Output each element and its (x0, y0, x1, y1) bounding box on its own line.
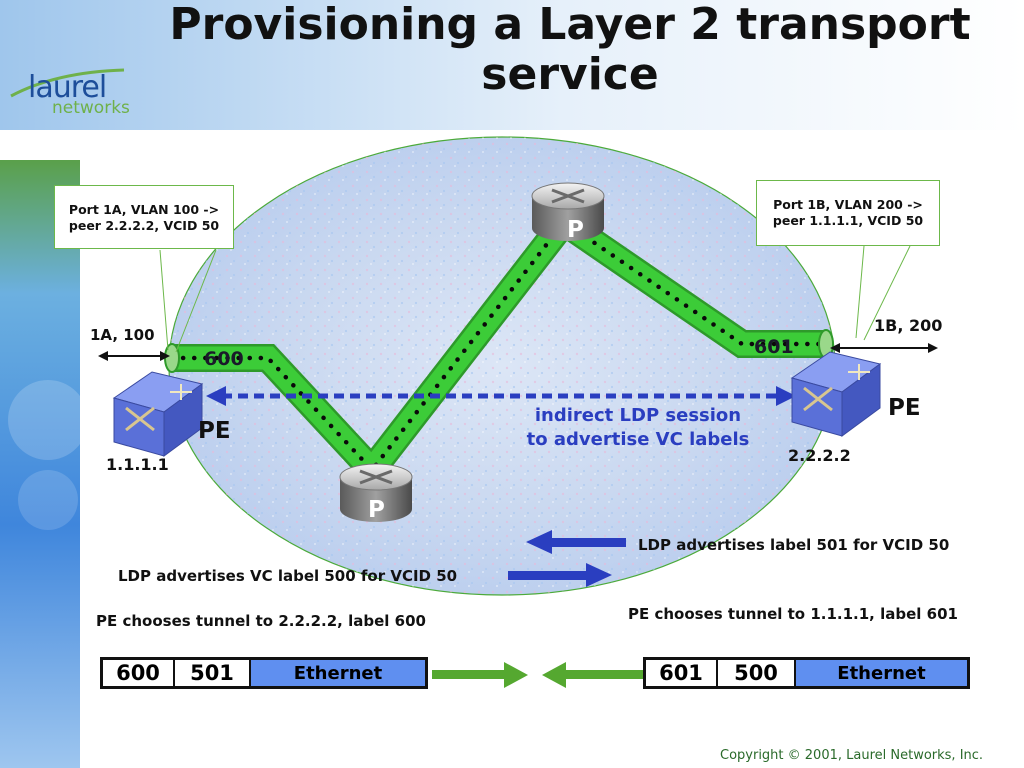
advert-arrow-right-pointing (508, 563, 612, 587)
tunnel-cap-left (164, 343, 180, 373)
callout-left-pointer (159, 249, 169, 351)
callout-left: Port 1A, VLAN 100 -> peer 2.2.2.2, VCID … (54, 185, 234, 249)
p-router-top (531, 182, 605, 241)
slide-title: Provisioning a Layer 2 transport service (169, 0, 971, 100)
pe-right-address: 2.2.2.2 (788, 446, 851, 465)
frame-left: 600 501 Ethernet (100, 657, 428, 689)
frame-right-label1: 601 (646, 660, 718, 686)
port-label-right: 1B, 200 (874, 316, 943, 335)
frame-left-label2: 501 (175, 660, 251, 686)
ldp-session-line2: to advertise VC labels (526, 429, 750, 450)
tunnel-label-right: 601 (754, 336, 794, 358)
msg-right-tunnel: PE chooses tunnel to 1.1.1.1, label 601 (628, 605, 958, 623)
msg-left-tunnel: PE chooses tunnel to 2.2.2.2, label 600 (96, 612, 426, 630)
pe-left-label: PE (198, 418, 231, 444)
msg-left-advert: LDP advertises VC label 500 for VCID 50 (118, 567, 458, 585)
frame-left-label1: 600 (103, 660, 175, 686)
port-label-left: 1A, 100 (90, 326, 155, 344)
logo-networks: networks (52, 98, 130, 118)
msg-right-advert: LDP advertises label 501 for VCID 50 (638, 536, 950, 554)
pe-right-label: PE (888, 395, 921, 421)
copyright-text: Copyright © 2001, Laurel Networks, Inc. (720, 748, 984, 763)
callout-right: Port 1B, VLAN 200 -> peer 1.1.1.1, VCID … (756, 180, 940, 246)
frame-left-ethernet: Ethernet (251, 660, 425, 686)
frame-right-label2: 500 (718, 660, 796, 686)
advert-arrow-left-pointing (526, 530, 626, 554)
frame-right: 601 500 Ethernet (643, 657, 970, 689)
tunnel-dots (169, 218, 829, 474)
p-bottom-label: P (368, 497, 385, 523)
frame-arrow-left (542, 662, 644, 688)
pe-left-address: 1.1.1.1 (106, 455, 169, 474)
pe-switch-left (112, 371, 204, 457)
logo-swoosh (10, 68, 125, 98)
pe-switch-right (790, 351, 882, 437)
logo-laurel: laurel (28, 70, 107, 105)
callout-right-pointer (855, 245, 865, 339)
frame-right-ethernet: Ethernet (796, 660, 967, 686)
tunnel-label-left: 600 (204, 348, 244, 370)
ldp-session-label: indirect LDP session to advertise VC lab… (506, 404, 770, 452)
p-top-label: P (567, 217, 584, 243)
p-router-bottom (339, 463, 413, 522)
frame-arrow-right (432, 662, 528, 688)
ldp-session-line1: indirect LDP session (534, 405, 742, 426)
